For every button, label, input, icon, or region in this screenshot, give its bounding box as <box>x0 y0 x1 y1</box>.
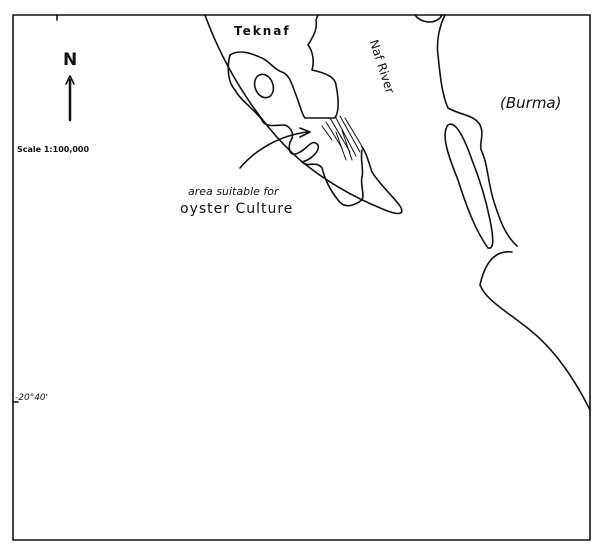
lake <box>253 73 275 99</box>
town-label: Teknaf <box>234 24 291 38</box>
scale-label: Scale 1:100,000 <box>17 145 90 154</box>
north-label: N <box>63 50 78 70</box>
oyster-area-hatch <box>321 115 364 161</box>
annotation-line2: oyster Culture <box>180 201 294 217</box>
annotation-arrow-icon <box>239 131 309 169</box>
teknaf-inner-boundary <box>229 14 339 119</box>
island <box>444 123 494 249</box>
north-arrow-icon <box>65 75 75 122</box>
burma-coast <box>414 14 518 247</box>
latitude-label: -20°40' <box>15 393 49 403</box>
annotation-line1: area suitable for <box>188 185 279 198</box>
peninsula-coast <box>204 14 403 215</box>
country-label: (Burma) <box>500 94 562 112</box>
teknaf-land-outline <box>227 54 364 207</box>
annotation-arrowhead <box>299 127 311 138</box>
southern-coast <box>479 251 591 411</box>
map-frame <box>12 14 591 541</box>
